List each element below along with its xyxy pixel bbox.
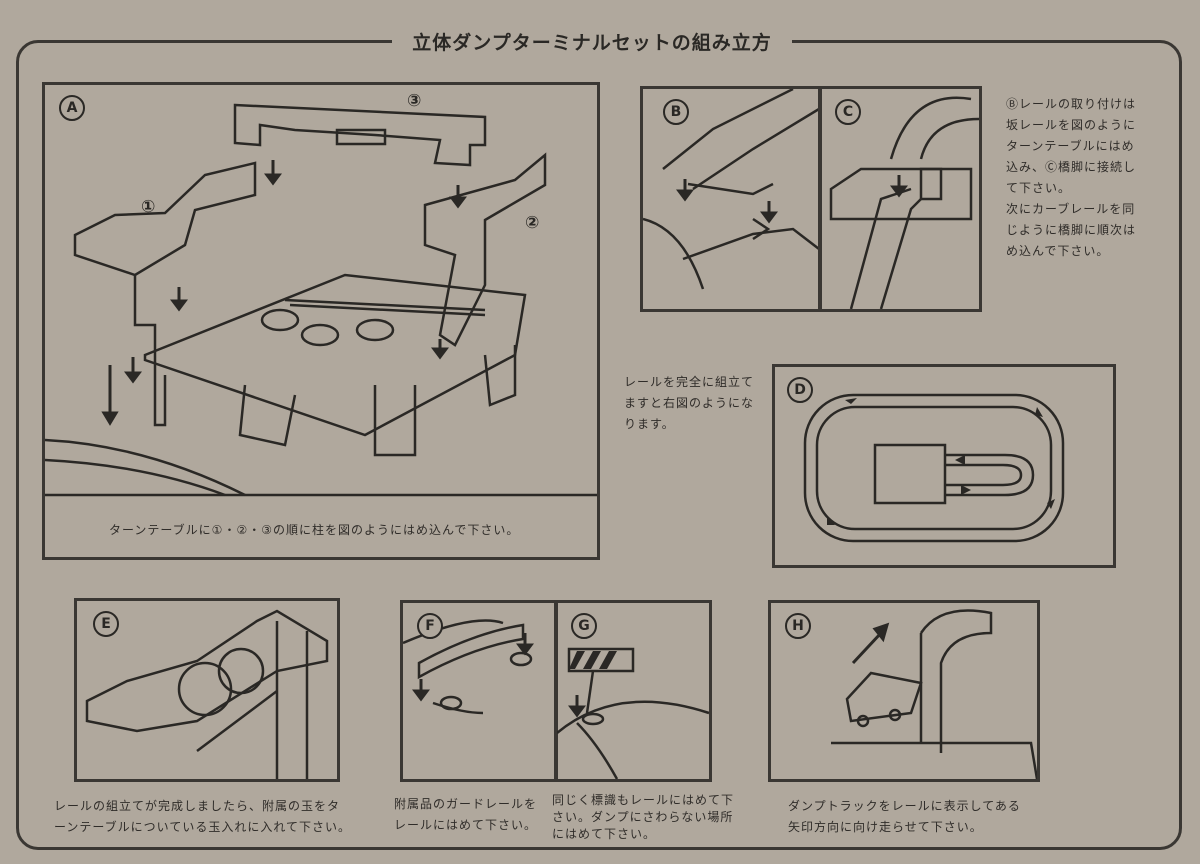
panel-d: D (772, 364, 1116, 568)
pillar-3-label: ③ (407, 91, 422, 111)
slope-rail-drawing (643, 89, 819, 290)
panel-f: F (400, 600, 558, 782)
caption-bc-line: 込み、Ⓒ橋脚に接続し (1006, 160, 1137, 174)
panel-e: E (74, 598, 340, 782)
sign-drawing (557, 647, 709, 779)
caption-g-line: 同じく標識もレールにはめて下 (552, 793, 735, 807)
panel-h-badge: H (785, 613, 811, 639)
caption-d-line: ますと右図のようにな (624, 396, 755, 410)
caption-bc-line: 坂レールを図のように (1006, 118, 1137, 132)
caption-f-line: 附属品のガードレールを (394, 797, 538, 811)
caption-e-line: レールの組立てが完成しましたら、附属の玉をタ (54, 799, 341, 813)
panel-a: A ③ ① ② ターンテーブルに①・②・③の順に柱を図のようにはめ込んで下さい。 (42, 82, 600, 560)
panel-c: C (818, 86, 982, 312)
caption-d-list: レールを完全に組立て ますと右図のようにな ります。 (624, 372, 754, 435)
caption-d-line: ります。 (624, 417, 675, 431)
panel-a-caption: ターンテーブルに①・②・③の順に柱を図のようにはめ込んで下さい。 (109, 523, 520, 537)
caption-bc-line: Ⓑレールの取り付けは (1006, 97, 1137, 111)
caption-g-line: にはめて下さい。 (552, 827, 657, 841)
caption-f-line: レールにはめて下さい。 (394, 818, 538, 832)
panel-f-badge: F (417, 613, 443, 639)
caption-e-line: ーンテーブルについている玉入れに入れて下さい。 (54, 820, 351, 834)
panel-b: B (640, 86, 822, 312)
panel-c-badge: C (835, 99, 861, 125)
pillar-1-label: ① (141, 197, 156, 217)
turntable-assembly-drawing (45, 103, 597, 497)
caption-h-line: 矢印方向に向け走らせて下さい。 (788, 820, 983, 834)
caption-e-list: レールの組立てが完成しましたら、附属の玉をタ ーンテーブルについている玉入れに入… (54, 796, 351, 838)
caption-bc-line: 次にカーブレールを同 (1006, 202, 1136, 216)
page-title: 立体ダンプターミナルセットの組み立方 (392, 28, 792, 55)
caption-bc-list: Ⓑレールの取り付けは 坂レールを図のように ターンテーブルにはめ 込み、Ⓒ橋脚に… (1006, 94, 1136, 262)
panel-a-badge: A (59, 95, 85, 121)
caption-g-list: 同じく標識もレールにはめて下 さい。ダンプにさわらない場所 にはめて下さい。 (552, 792, 734, 843)
track-layout-drawing (803, 393, 1065, 543)
caption-h-line: ダンプトラックをレールに表示してある (788, 799, 1021, 813)
caption-g-line: さい。ダンプにさわらない場所 (552, 810, 734, 824)
caption-bc-line: ターンテーブルにはめ (1006, 139, 1135, 153)
pier-connection-drawing (829, 96, 979, 309)
pillar-2-label: ② (525, 213, 540, 233)
guard-rail-drawing (403, 619, 534, 715)
panel-b-badge: B (663, 99, 689, 125)
caption-bc-line: め込んで下さい。 (1006, 244, 1110, 258)
panel-h: H (768, 600, 1040, 782)
panel-g-badge: G (571, 613, 597, 639)
caption-d-line: レールを完全に組立て (624, 375, 755, 389)
panel-d-badge: D (787, 377, 813, 403)
dump-truck-drawing (831, 609, 1037, 779)
caption-f-list: 附属品のガードレールを レールにはめて下さい。 (394, 794, 537, 836)
caption-h-list: ダンプトラックをレールに表示してある 矢印方向に向け走らせて下さい。 (788, 796, 1021, 838)
panel-e-badge: E (93, 611, 119, 637)
panel-g: G (554, 600, 712, 782)
caption-bc-line: て下さい。 (1006, 181, 1072, 195)
caption-bc-line: じように橋脚に順次は (1006, 223, 1137, 237)
ball-slot-drawing (85, 609, 329, 779)
